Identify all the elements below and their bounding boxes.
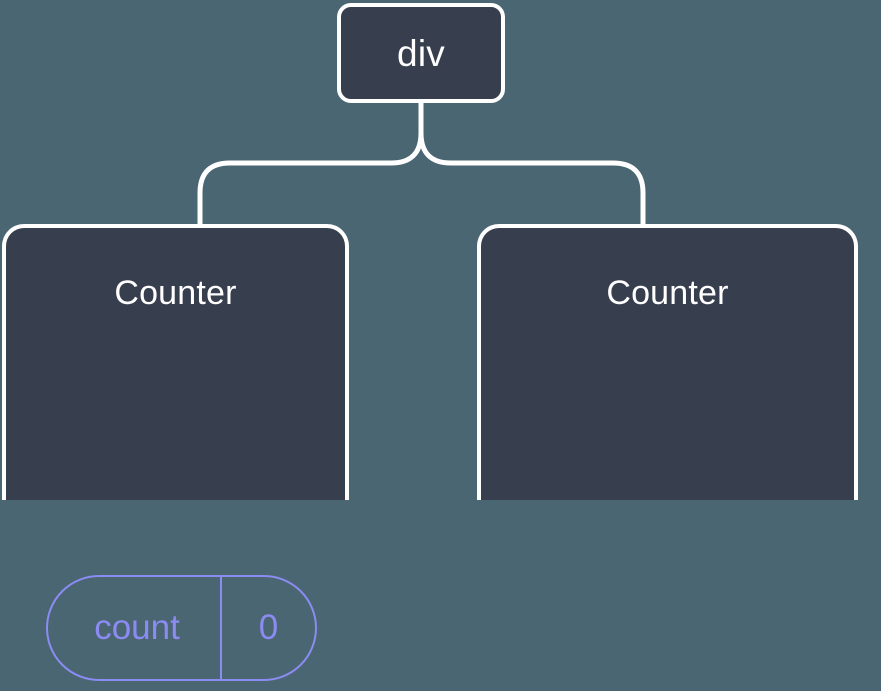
node-root-label: div [397, 32, 445, 74]
state-value-label: 0 [258, 608, 279, 647]
node-counter-right[interactable]: Counter count 1 [477, 224, 858, 500]
node-counter-left-title: Counter [114, 274, 237, 312]
diagram-canvas: div Counter count 0 Counter count 1 [2, 3, 858, 681]
state-pill-count-idle[interactable]: count 0 [46, 575, 317, 681]
node-counter-left[interactable]: Counter count 0 [2, 224, 349, 681]
state-key-label: count [48, 577, 222, 679]
node-counter-right-title: Counter [606, 274, 729, 312]
node-root-div[interactable]: div [337, 3, 505, 103]
